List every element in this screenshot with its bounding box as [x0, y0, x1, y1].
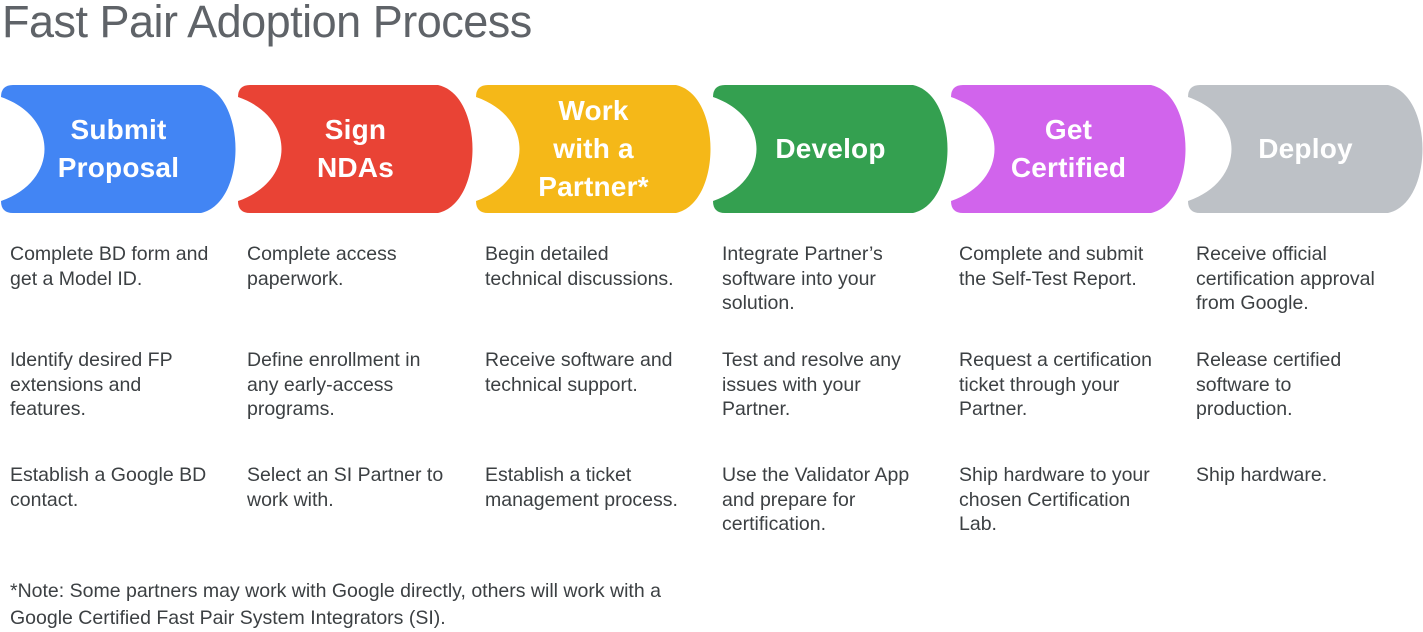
step-text: Complete and submit the Self-Test Report…	[959, 243, 1144, 290]
step-text: Complete access paperwork.	[247, 243, 397, 290]
step-text: Select an SI Partner to work with.	[247, 464, 444, 511]
stage-label: Submit Proposal	[57, 114, 180, 183]
stage-shape	[238, 85, 473, 213]
step-text: Receive software and technical support.	[485, 349, 673, 396]
stage-shape	[1, 85, 236, 213]
stage-shape	[713, 85, 948, 213]
step-text: Identify desired FP extensions and featu…	[10, 349, 173, 420]
stage-label: Work with a Partner*	[538, 95, 649, 202]
step-text: Establish a ticket management process.	[485, 464, 678, 511]
step-text: Test and resolve any issues with your Pa…	[722, 349, 901, 420]
stage-label: Develop	[775, 133, 886, 164]
step-text: Ship hardware to your chosen Certificati…	[959, 464, 1150, 535]
stage-get-certified: Get Certified	[951, 85, 1186, 213]
stage-sign-ndas: Sign NDAs	[238, 85, 473, 213]
stage-label: Deploy	[1258, 133, 1353, 164]
step-text: Begin detailed technical discussions.	[485, 243, 674, 290]
stage-submit-proposal: Submit Proposal	[1, 85, 236, 213]
stage-deploy: Deploy	[1188, 85, 1423, 213]
stage-shape	[476, 85, 711, 213]
stage-shape	[1188, 85, 1423, 213]
step-text: Ship hardware.	[1196, 464, 1328, 486]
step-text: Define enrollment in any early-access pr…	[247, 349, 421, 420]
stage-shape	[951, 85, 1186, 213]
step-text: Release certified software to production…	[1196, 349, 1342, 420]
stage-work-with-a-partner: Work with a Partner*	[476, 85, 711, 213]
step-text: Use the Validator App and prepare for ce…	[722, 464, 910, 535]
stage-label: Get Certified	[1010, 114, 1127, 183]
step-text: Establish a Google BD contact.	[10, 464, 207, 511]
step-text: Request a certification ticket through y…	[959, 349, 1152, 420]
stage-develop: Develop	[713, 85, 948, 213]
footnote: *Note: Some partners may work with Googl…	[10, 580, 661, 629]
step-text: Integrate Partner’s software into your s…	[722, 243, 883, 314]
stage-label: Sign NDAs	[316, 114, 395, 183]
page-title: Fast Pair Adoption Process	[2, 0, 532, 47]
step-text: Receive official certification approval …	[1196, 243, 1375, 314]
step-text: Complete BD form and get a Model ID.	[10, 243, 209, 290]
